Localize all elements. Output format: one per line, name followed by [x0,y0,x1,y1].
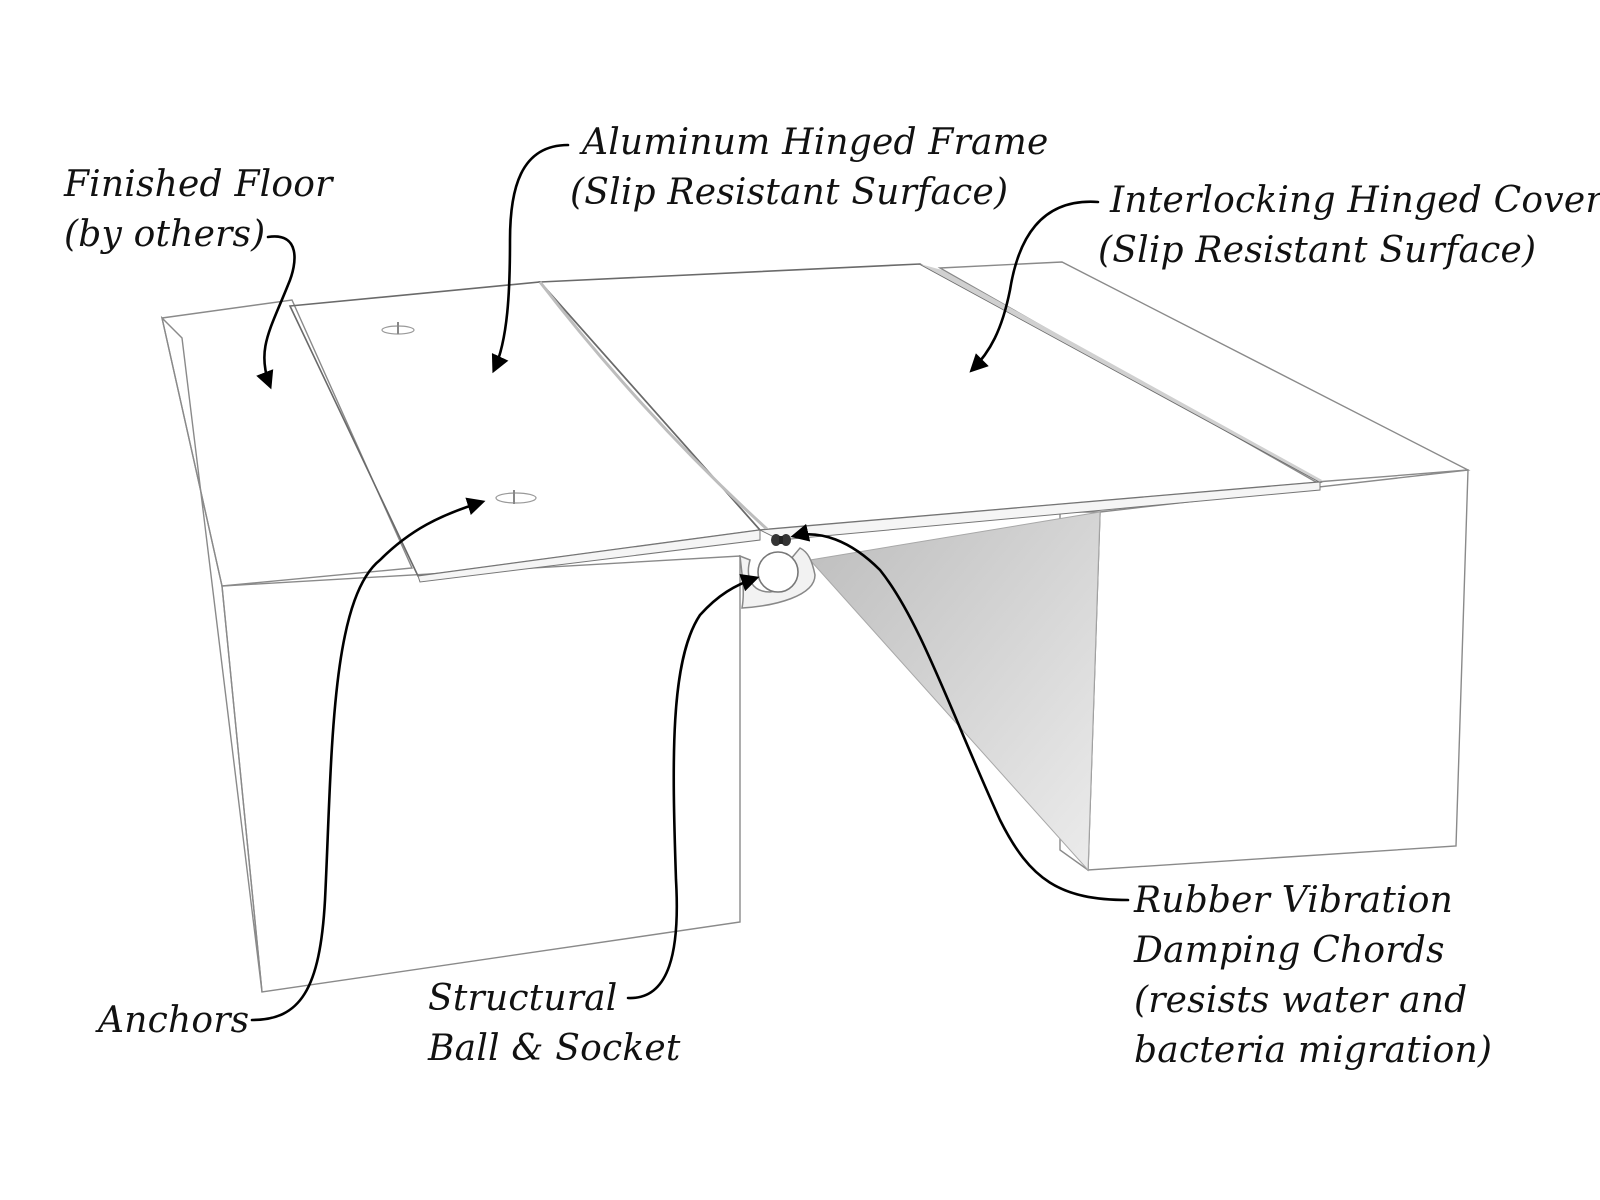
left-slab-front [221,555,741,993]
right-slab-front [1087,469,1469,871]
label-anchors-line1: Anchors [98,1000,250,1041]
label-ball-socket-line2: Ball & Socket [428,1028,681,1069]
leader-finished-floor [256,235,296,390]
label-damping-chords-line1: Rubber Vibration [1134,880,1453,921]
label-ball-socket: Structural Ball & Socket [428,974,681,1074]
label-damping-chords: Rubber Vibration Damping Chords (resists… [1134,876,1492,1076]
anchor-top [381,322,415,335]
label-damping-chords-line3: (resists water and [1134,980,1468,1021]
cover-ramp-edge [920,264,1322,482]
leader-damping-chords [790,523,1130,902]
leader-aluminum-frame [491,143,570,374]
right-slab-top [937,261,1471,483]
label-anchors: Anchors [98,996,249,1046]
label-aluminum-frame-line1: Aluminum Hinged Frame [582,122,1049,163]
label-finished-floor: Finished Floor (by others) [64,160,333,260]
damping-chords [771,534,791,546]
aluminum-frame-surface [288,281,762,577]
ball-and-socket [739,547,816,609]
joint-cavity [809,511,1101,872]
label-interlocking-cover-line2: (Slip Resistant Surface) [1098,230,1537,271]
label-finished-floor-line1: Finished Floor [64,164,333,205]
left-slab-top [161,299,414,587]
label-damping-chords-line4: bacteria migration) [1134,1030,1493,1071]
label-finished-floor-line2: (by others) [64,214,266,255]
frame-edge-thickness [417,529,761,583]
label-aluminum-frame-line2: (Slip Resistant Surface) [570,172,1009,213]
ball [757,551,799,593]
interlocking-cover-surface [538,263,1323,531]
left-slab-side [160,315,263,993]
label-interlocking-cover: Interlocking Hinged Cover (Slip Resistan… [1098,176,1600,276]
label-aluminum-frame: Aluminum Hinged Frame (Slip Resistant Su… [570,118,1049,218]
leader-interlocking-cover [969,200,1100,373]
leader-ball-socket [626,573,760,1000]
leader-anchors [250,497,486,1022]
hinge-seam [538,281,770,532]
label-interlocking-cover-line1: Interlocking Hinged Cover [1110,180,1600,221]
left-slab [160,299,741,993]
label-ball-socket-line1: Structural [428,978,618,1019]
label-damping-chords-line2: Damping Chords [1134,930,1445,971]
anchor-bottom [495,490,537,504]
